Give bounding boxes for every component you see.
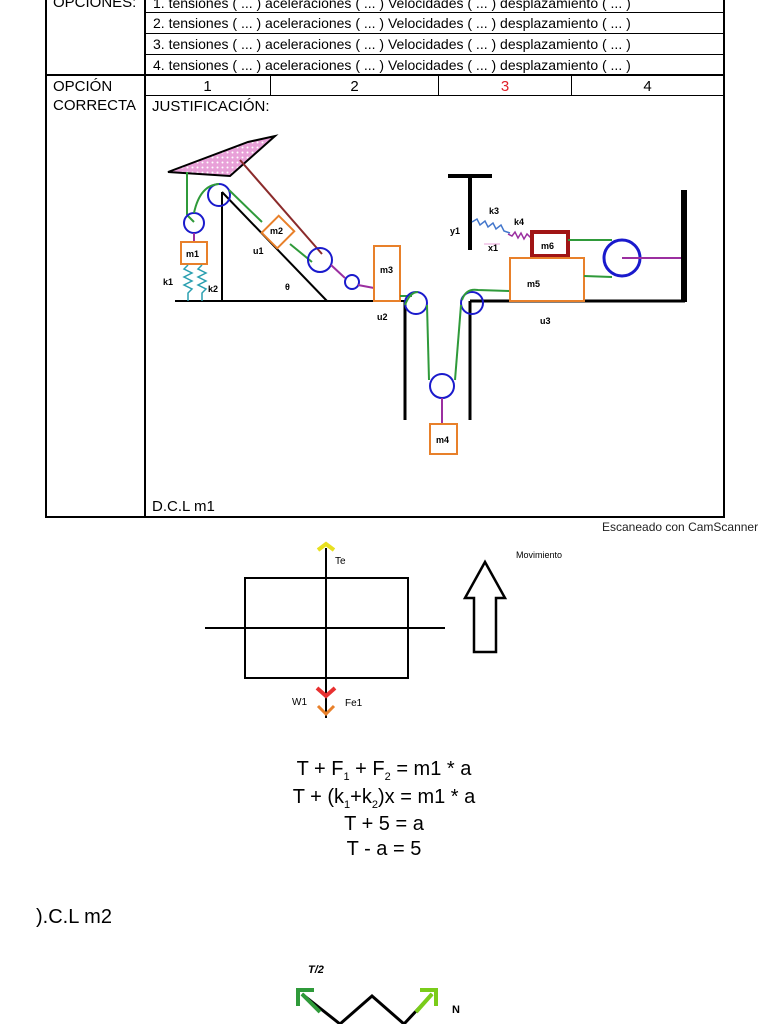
correct-option-label-2: CORRECTA xyxy=(53,97,137,114)
pulley-m1-top xyxy=(183,212,205,234)
fbd-m1 xyxy=(205,541,508,718)
label-u1: u1 xyxy=(253,246,264,256)
option-number-3-selected: 3 xyxy=(500,78,510,95)
fbd-m2-n-label: N xyxy=(452,1004,460,1016)
option-row-4: 4. tensiones ( ... ) aceleraciones ( ...… xyxy=(153,57,631,73)
block-m5 xyxy=(509,257,585,302)
spring-k1 xyxy=(182,264,194,301)
block-m4 xyxy=(429,423,458,455)
label-k2: k2 xyxy=(208,284,218,294)
label-m3: m3 xyxy=(380,265,393,275)
ceiling-support xyxy=(167,134,279,178)
dcl-m1-label: D.C.L m1 xyxy=(152,498,215,515)
block-m2 xyxy=(260,214,296,250)
equation-2: T + (k1+k2)x = m1 * a xyxy=(292,786,476,811)
dcl-m2-label: ).C.L m2 xyxy=(36,906,112,928)
fbd-m1-te-label: Te xyxy=(335,556,346,567)
justification-label: JUSTIFICACIÓN: xyxy=(152,98,270,115)
spring-k2 xyxy=(196,264,208,301)
label-u2: u2 xyxy=(377,312,388,322)
block-m3 xyxy=(373,245,401,302)
equation-1: T + F1 + F2 = m1 * a xyxy=(296,758,472,783)
label-u3: u3 xyxy=(540,316,551,326)
label-y1: y1 xyxy=(450,226,460,236)
movement-arrow xyxy=(462,559,508,654)
pulley-incline-top xyxy=(207,183,231,207)
block-m1 xyxy=(180,241,208,265)
label-m1: m1 xyxy=(186,249,199,259)
spring-k4 xyxy=(507,230,533,241)
block-m6 xyxy=(530,230,570,258)
fbd-m2 xyxy=(296,988,438,1024)
option-number-1: 1 xyxy=(203,78,212,95)
pulley-system-diagram: m1 k1 k2 m2 u1 θ m3 u2 m4 y1 k3 k4 x1 xyxy=(163,134,687,455)
option-row-1: 1. tensiones ( ... ) aceleraciones ( ...… xyxy=(153,0,631,11)
label-m2: m2 xyxy=(270,226,283,236)
label-m5: m5 xyxy=(527,279,540,289)
option-number-2: 2 xyxy=(350,78,359,95)
pulley-small xyxy=(344,274,360,290)
label-theta: θ xyxy=(285,282,290,292)
label-m6: m6 xyxy=(541,241,554,251)
pulley-incline-bottom xyxy=(307,247,333,273)
equation-3: T + 5 = a xyxy=(344,813,424,835)
label-k3: k3 xyxy=(489,206,499,216)
label-k4: k4 xyxy=(514,217,524,227)
equation-4: T - a = 5 xyxy=(346,838,422,860)
fbd-m1-w1-label: W1 xyxy=(292,697,307,708)
option-row-2: 2. tensiones ( ... ) aceleraciones ( ...… xyxy=(153,15,631,31)
pulley-shaft-right xyxy=(460,291,484,315)
label-m4: m4 xyxy=(436,435,449,445)
option-number-4: 4 xyxy=(643,78,652,95)
fbd-m1-fe1-label: Fe1 xyxy=(345,698,363,709)
scanner-watermark: Escaneado con CamScanner xyxy=(602,520,759,534)
pulley-shaft-left xyxy=(404,291,428,315)
correct-option-label-1: OPCIÓN xyxy=(53,78,113,95)
fbd-m2-t2-label: T/2 xyxy=(308,964,324,976)
fbd-m1-movement-label: Movimiento xyxy=(516,550,563,560)
label-x1: x1 xyxy=(488,243,498,253)
pulley-m4 xyxy=(429,373,455,399)
spring-k3 xyxy=(471,217,511,234)
label-k1: k1 xyxy=(163,277,173,287)
options-label: OPCIONES: xyxy=(53,0,137,11)
option-row-3: 3. tensiones ( ... ) aceleraciones ( ...… xyxy=(153,36,631,52)
